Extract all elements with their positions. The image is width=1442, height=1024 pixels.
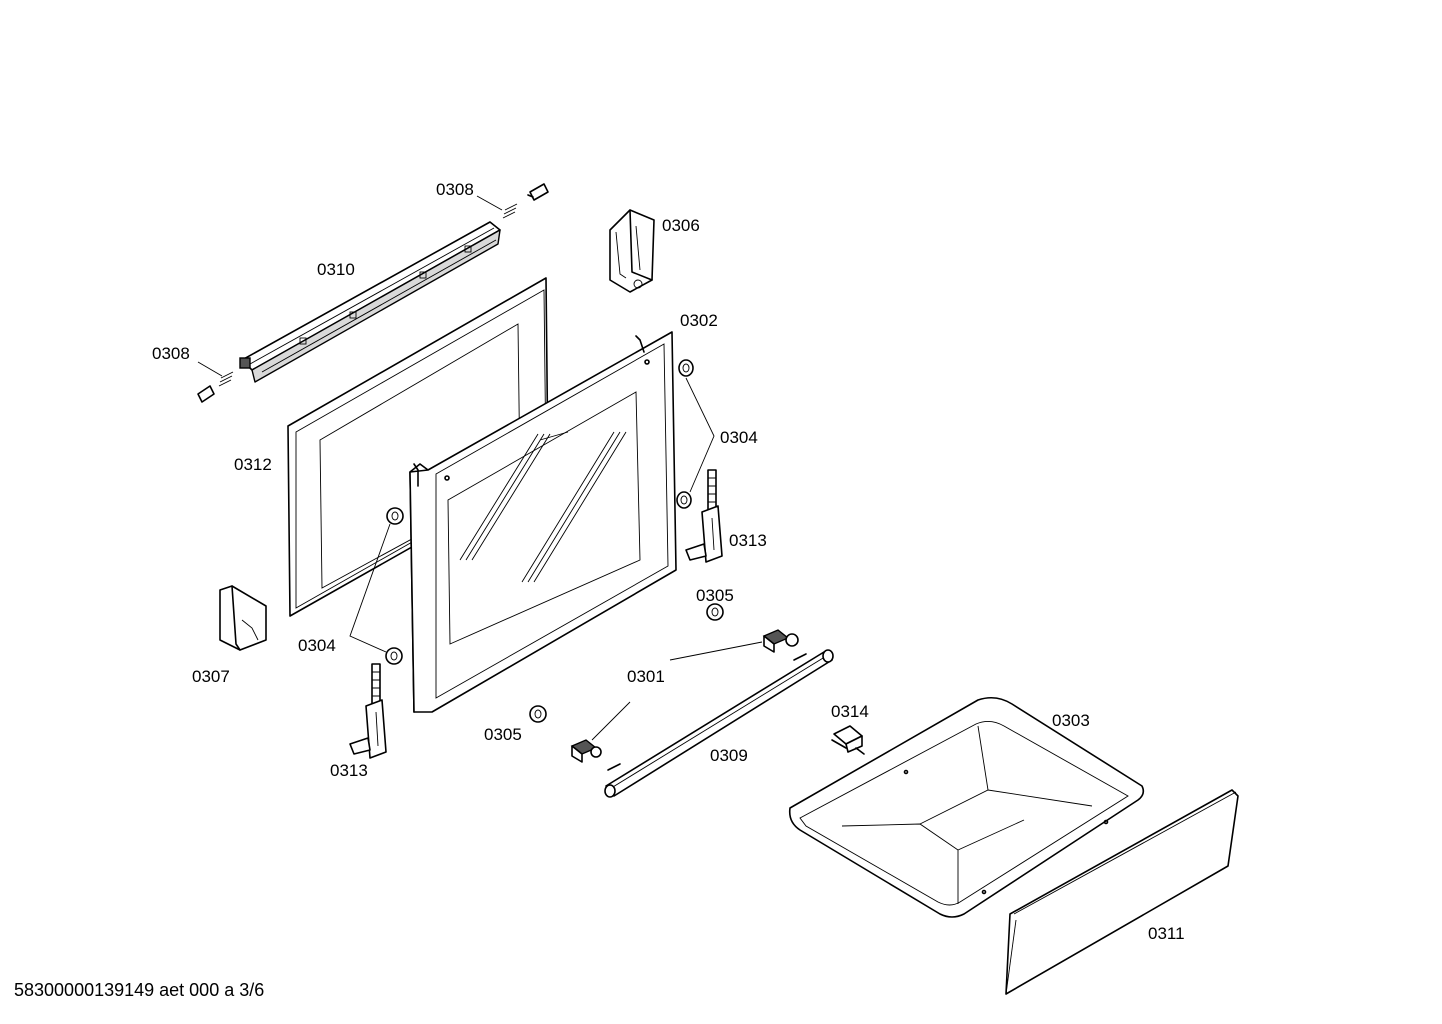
part-0310-door-trim: [239, 221, 501, 383]
roller-0305-left: [529, 705, 547, 723]
handle-bracket-right: [762, 629, 799, 653]
label-0309: 0309: [710, 746, 748, 765]
part-0301-handle-brackets: [570, 629, 799, 763]
part-0313-hinge-right: [685, 469, 723, 563]
label-0304-left: 0304: [298, 636, 336, 655]
part-0308-screw-top: [476, 183, 549, 219]
label-0313-right: 0313: [729, 531, 767, 550]
label-0302: 0302: [680, 311, 718, 330]
label-0311: 0311: [1148, 924, 1185, 943]
label-0305-left: 0305: [484, 725, 522, 744]
part-0303-drawer-tray: [788, 696, 1145, 918]
roller-left-lower: [385, 647, 403, 665]
label-0312: 0312: [234, 455, 272, 474]
roller-left-upper: [386, 507, 404, 525]
label-0306: 0306: [662, 216, 700, 235]
part-0314-clip: [831, 725, 865, 755]
roller-0305-right: [706, 603, 724, 621]
label-0305-right: 0305: [696, 586, 734, 605]
part-0313-hinge-left: [349, 663, 387, 759]
label-0304-right: 0304: [720, 428, 758, 447]
part-labels: 0308 0306 0310 0302 0308 0304 0312 0313 …: [152, 180, 1185, 943]
part-0307-bracket: [219, 585, 267, 651]
label-0307: 0307: [192, 667, 230, 686]
part-0309-handle-bar: [604, 649, 834, 798]
part-0311-drawer-front: [1005, 789, 1239, 995]
part-0302-outer-door: [409, 331, 677, 713]
label-0303: 0303: [1052, 711, 1090, 730]
part-0305-rollers: [529, 603, 724, 723]
label-0314: 0314: [831, 702, 869, 721]
label-0301: 0301: [627, 667, 665, 686]
roller-right: [676, 491, 692, 509]
handle-bracket-left: [570, 739, 602, 763]
roller-top-right: [678, 359, 694, 377]
part-0304-rollers: [349, 359, 715, 665]
label-0313-left: 0313: [330, 761, 368, 780]
drawing-reference-number: 58300000139149 aet 000 a 3/6: [14, 980, 265, 1000]
label-0308-top: 0308: [436, 180, 474, 199]
part-0306-bracket: [609, 209, 655, 293]
part-0308-screw-left: [197, 361, 234, 403]
label-0308-left: 0308: [152, 344, 190, 363]
label-0310: 0310: [317, 260, 355, 279]
